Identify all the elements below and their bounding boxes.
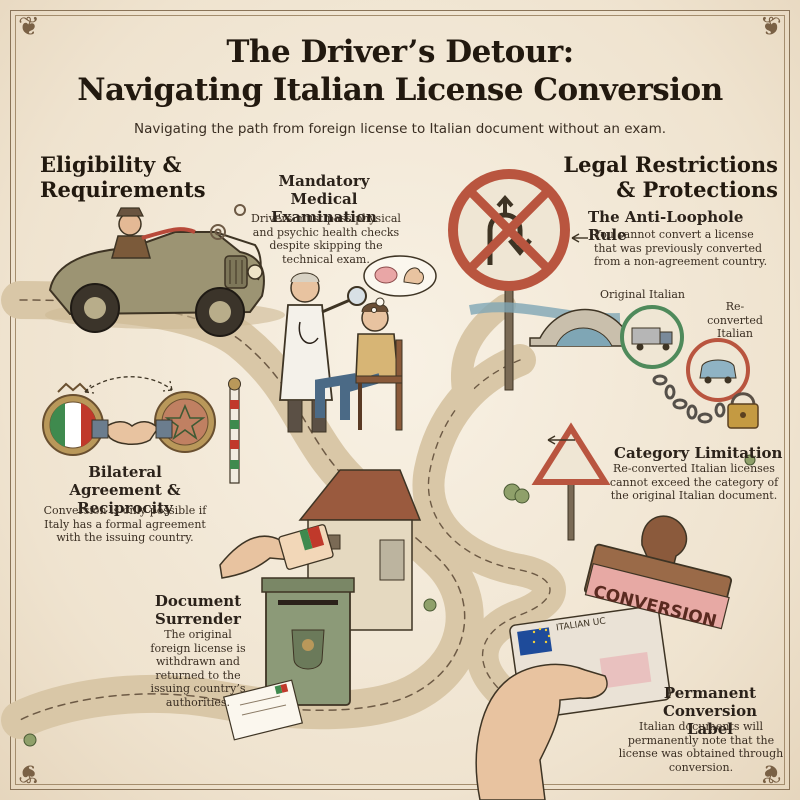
ring-label-reconverted: Re-converted Italian [700, 300, 770, 341]
barrier-pole-icon [229, 378, 241, 483]
ring-label-original: Original Italian [600, 288, 700, 302]
exchange-arrows [85, 377, 172, 393]
gear-icon [211, 205, 245, 239]
page-subtitle: Navigating the path from foreign license… [0, 121, 800, 137]
eligibility-heading: Eligibility & Requirements [40, 152, 230, 202]
handshake-icon [92, 420, 172, 444]
loophole-body: You cannot convert a license that was pr… [594, 228, 770, 269]
bilateral-body: Conversion is only possible if Italy has… [42, 504, 208, 545]
small-car-icon [688, 340, 748, 400]
page-title-line-2: Navigating Italian License Conversion [0, 72, 800, 108]
category-heading: Category Limitation [614, 444, 784, 462]
padlock-icon [728, 394, 758, 428]
permanent-body: Italian documents will permanently note … [618, 720, 784, 774]
patient-icon [320, 303, 402, 430]
legal-heading: Legal Restrictions & Protections [548, 152, 778, 202]
category-body: Re-converted Italian licenses cannot exc… [604, 462, 784, 503]
surrender-body: The original foreign license is withdraw… [146, 628, 250, 709]
page-title: The Driver’s Detour: [0, 34, 800, 70]
surrender-heading: Document Surrender [148, 592, 248, 628]
warning-sign-icon [537, 428, 605, 540]
truck-icon [622, 307, 682, 367]
medical-body: Drivers must pass physical and psychic h… [248, 212, 404, 266]
